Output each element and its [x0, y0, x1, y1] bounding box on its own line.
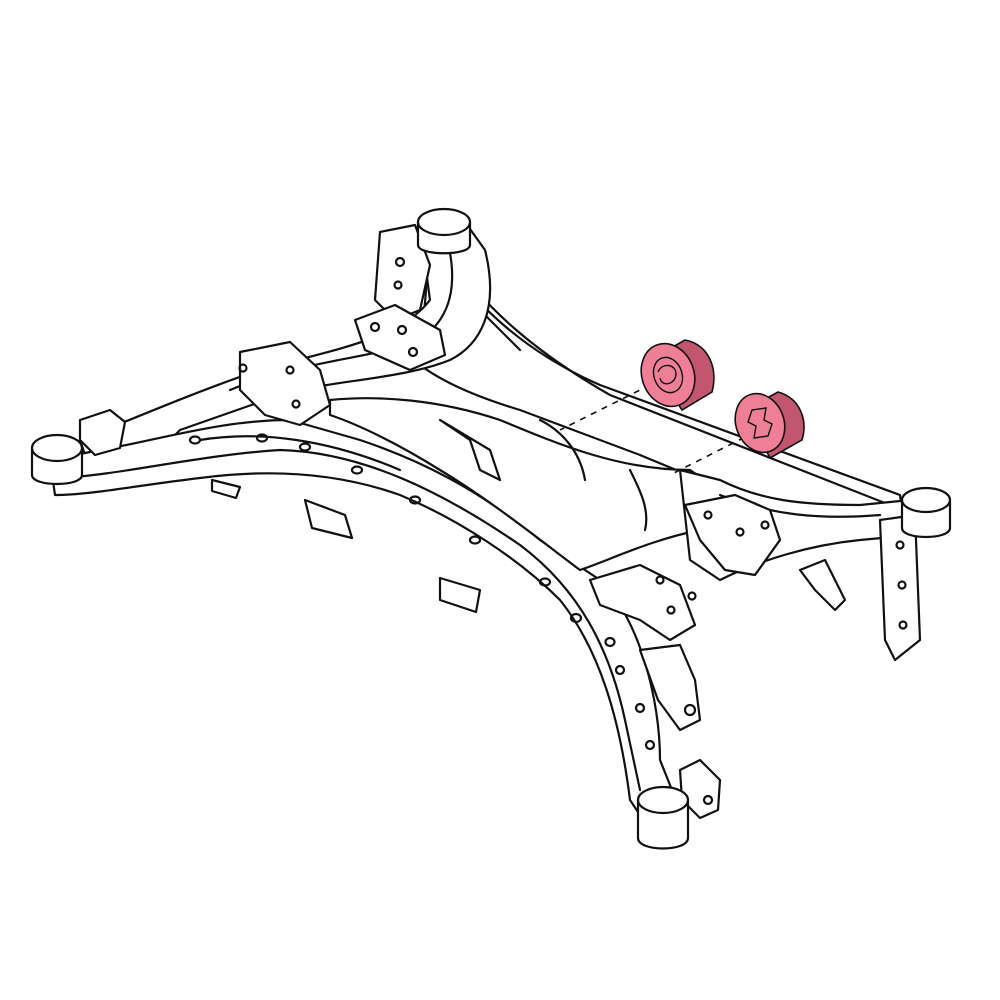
beam-holes: [188, 433, 656, 751]
left-tower-bracket: [373, 223, 432, 322]
lower-beam-tabs: [210, 478, 482, 614]
rear-left-mount: [416, 207, 472, 255]
left-arm-bracket: [353, 303, 447, 372]
front-left-bracket: [78, 408, 127, 457]
centre-frame: [328, 397, 722, 572]
front-right-mount: [636, 785, 690, 850]
right-link-bracket: [798, 558, 847, 612]
right-arm-bracket: [683, 493, 782, 577]
front-bushing-guide-line: [559, 384, 651, 431]
left-trailing-bracket: [238, 340, 332, 427]
rear-right-mount: [900, 486, 952, 538]
front-cross-beam: [48, 418, 682, 832]
rear-differential-bushing: [734, 391, 805, 460]
front-left-mount: [30, 433, 84, 485]
front-right-lower-bracket: [678, 758, 722, 820]
front-right-bracket: [638, 643, 702, 732]
front-differential-bushing: [640, 339, 715, 412]
centre-lower-bracket: [588, 563, 697, 642]
